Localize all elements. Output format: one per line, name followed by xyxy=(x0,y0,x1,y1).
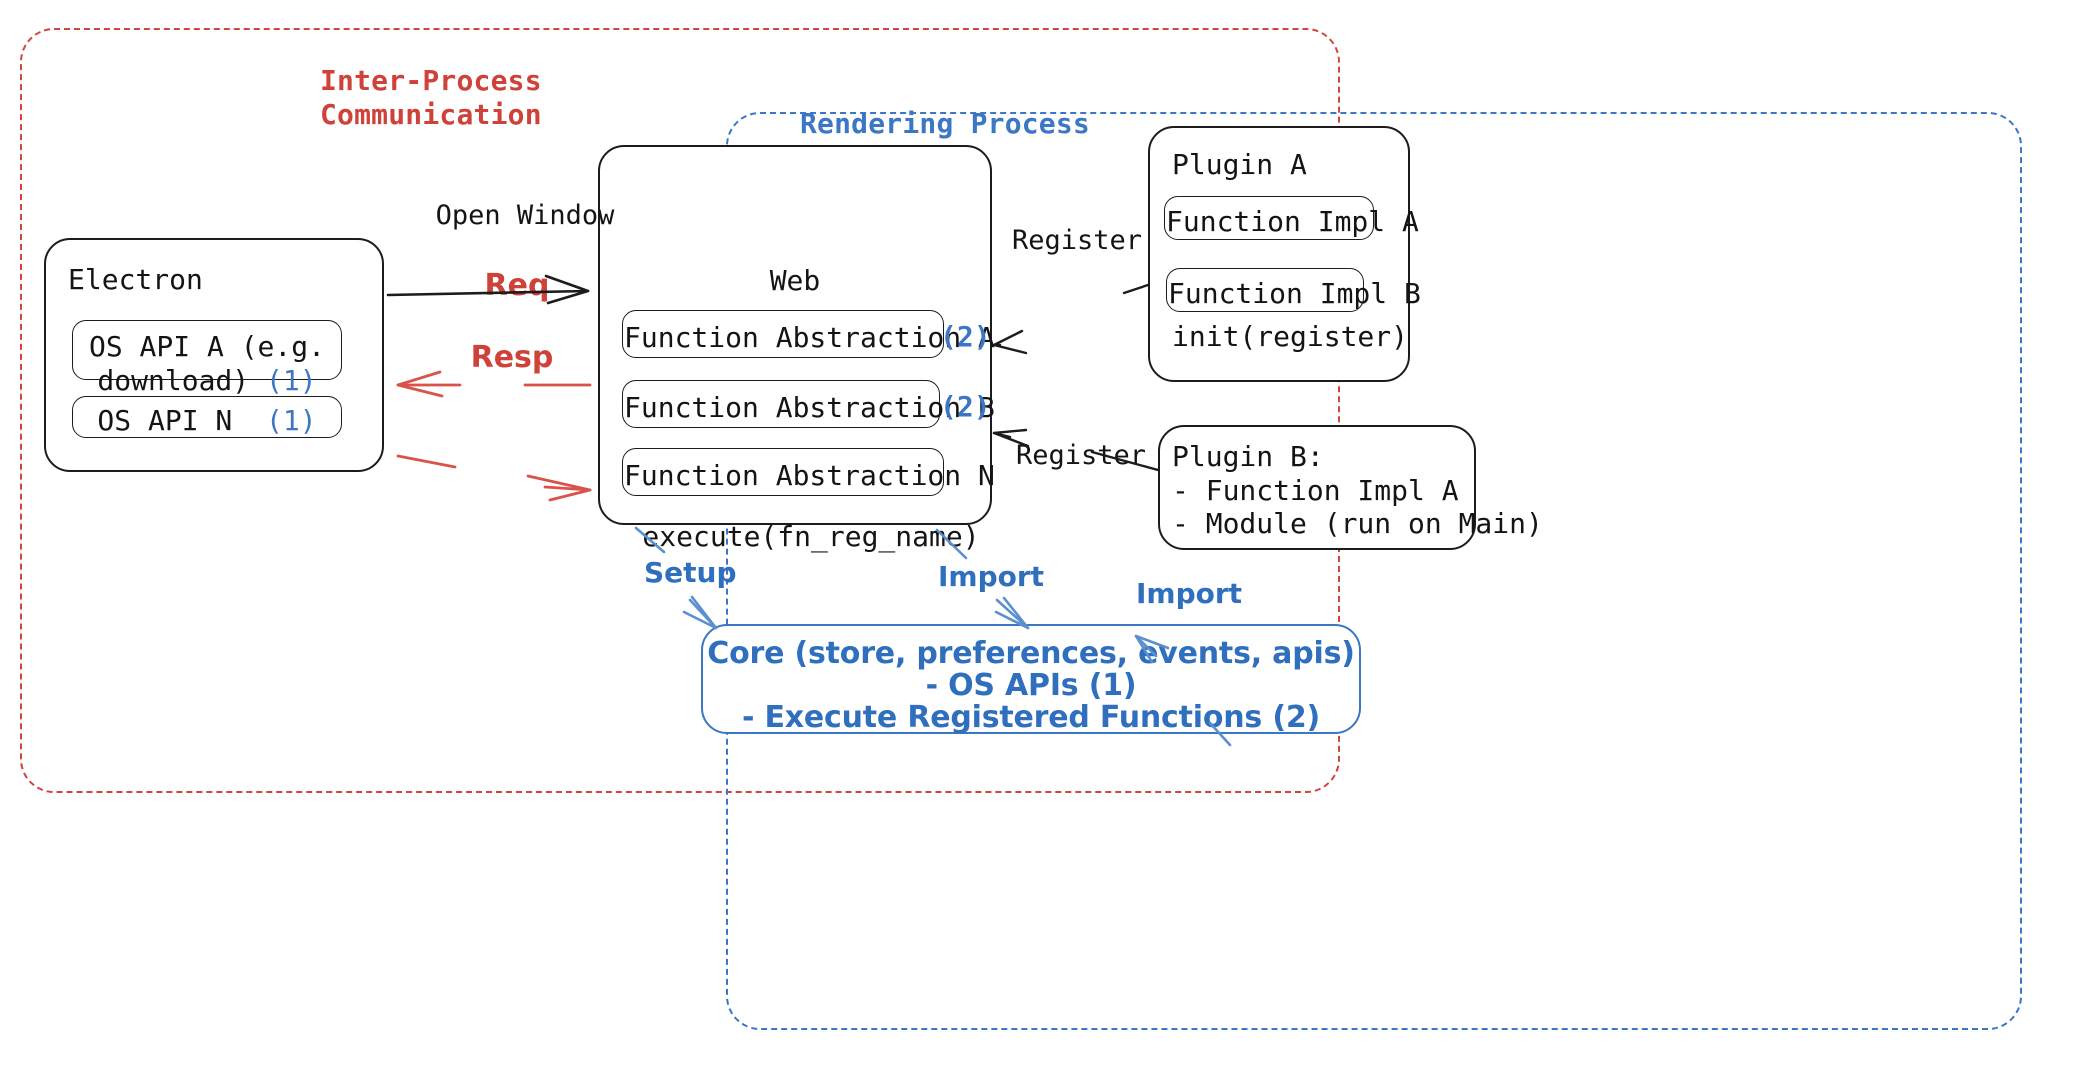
edge-label-open-window: Open Window xyxy=(435,200,615,231)
web-execute-method: execute(fn_reg_name) xyxy=(642,520,980,553)
edge-label-import-web: Import xyxy=(938,560,1045,593)
core-line-3: - Execute Registered Functions (2) xyxy=(741,700,1321,735)
electron-title: Electron xyxy=(68,263,203,296)
os-api-a-line2: download) xyxy=(97,364,250,398)
os-api-a-label: OS API A (e.g.download) (1) xyxy=(78,330,336,398)
edge-label-resp: Resp xyxy=(470,340,554,375)
web-title: Web xyxy=(769,264,821,297)
edge-label-register-plugin-b: Register xyxy=(1016,440,1147,471)
os-api-n-marker: (1) xyxy=(266,404,317,437)
ipc-label-line2: Communication xyxy=(320,98,542,132)
os-api-n-box xyxy=(72,396,342,438)
os-api-a-line1: OS API A (e.g. xyxy=(88,330,325,363)
edge-label-setup: Setup xyxy=(644,556,737,589)
function-abstraction-a-marker: (2) xyxy=(940,320,991,353)
edge-label-import-plugin-b: Import xyxy=(1136,577,1243,610)
plugin-a-function-impl-b-box xyxy=(1166,268,1364,312)
function-abstraction-n-label: Function Abstraction N xyxy=(624,459,995,492)
plugin-b-title: Plugin B: xyxy=(1172,440,1324,473)
plugin-b-box xyxy=(1158,425,1476,550)
plugin-a-box xyxy=(1148,126,1410,382)
edge-label-register-plugin-a: Register xyxy=(1012,225,1143,256)
plugin-b-item-0: - Function Impl A xyxy=(1172,474,1459,507)
function-abstraction-a-box xyxy=(622,310,944,358)
function-abstraction-b-box xyxy=(622,380,940,428)
os-api-a-marker: (1) xyxy=(266,364,317,398)
region-rendering-process xyxy=(726,112,2022,1030)
ipc-label-line1: Inter-Process xyxy=(320,64,542,97)
os-api-a-box xyxy=(72,320,342,380)
plugin-a-title: Plugin A xyxy=(1172,148,1307,181)
function-abstraction-b-label: Function Abstraction B xyxy=(624,391,995,424)
function-abstraction-n-box xyxy=(622,448,944,496)
os-api-n-label: OS API N (1) xyxy=(78,404,336,438)
plugin-a-init-label: init(register) xyxy=(1172,320,1409,353)
core-box xyxy=(701,624,1361,734)
edge-label-req: Req xyxy=(484,268,550,303)
plugin-a-function-impl-a-box xyxy=(1164,196,1374,240)
os-api-n-text: OS API N xyxy=(97,404,233,437)
plugin-a-function-impl-a-label: Function Impl A xyxy=(1166,205,1419,238)
core-line-2: - OS APIs (1) xyxy=(925,668,1137,703)
function-abstraction-a-label: Function Abstraction A xyxy=(624,321,995,354)
function-abstraction-b-marker: (2) xyxy=(940,390,991,423)
region-rendering-process-label: Rendering Process xyxy=(800,107,1090,140)
region-inter-process-communication xyxy=(20,28,1340,793)
plugin-b-item-1: - Module (run on Main) xyxy=(1172,507,1543,540)
plugin-a-function-impl-b-label: Function Impl B xyxy=(1168,277,1421,310)
